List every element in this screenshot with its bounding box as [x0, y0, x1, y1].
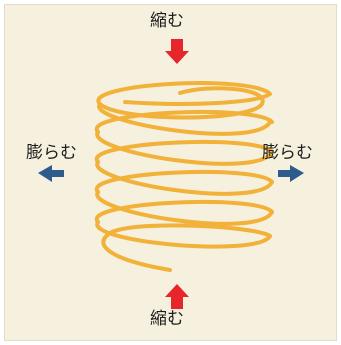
coil-front-1 [97, 102, 272, 136]
compress-arrow-top-icon [165, 39, 189, 64]
compress-label-bottom: 縮む [150, 309, 184, 329]
coil-back-4 [94, 169, 274, 194]
coil-back-5 [94, 199, 274, 224]
expand-arrow-right-icon [278, 165, 304, 182]
coil-front-5 [95, 220, 272, 249]
coil-top-loop [98, 86, 265, 120]
expand-arrow-left-icon [38, 165, 64, 182]
compress-label-top: 縮む [150, 11, 184, 31]
coil-back-1 [96, 81, 272, 106]
coil-back-2 [94, 109, 274, 134]
coil-back-3 [94, 139, 274, 164]
compress-arrow-bottom-icon [165, 284, 189, 309]
coil-front-2 [95, 130, 274, 166]
expand-label-left: 膨らむ [26, 143, 77, 163]
coil-front-4 [95, 190, 274, 226]
coil-bottom-tail [101, 223, 272, 272]
spring-coil-icon [94, 81, 274, 272]
coil-front-3 [95, 160, 274, 196]
expand-label-right: 膨らむ [262, 143, 313, 163]
